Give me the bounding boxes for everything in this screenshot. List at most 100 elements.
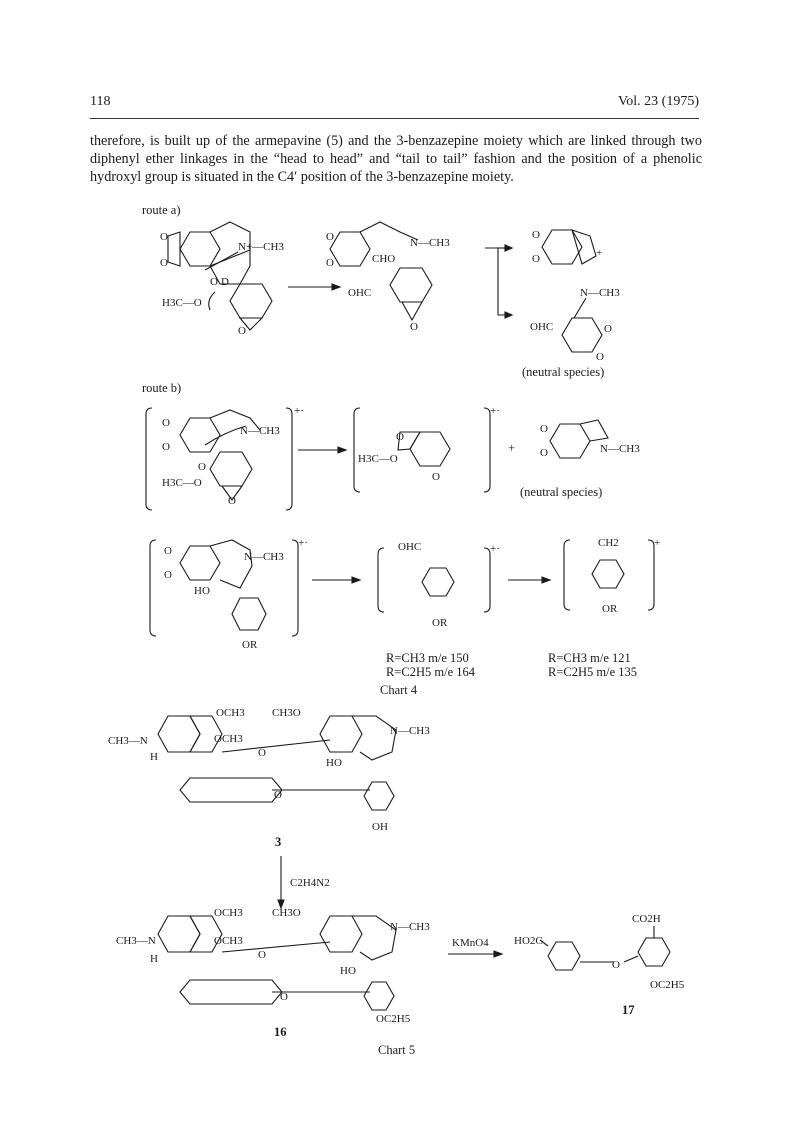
svg-text:OCH3: OCH3 xyxy=(216,707,245,719)
paragraph-text: therefore, is built up of the armepavine… xyxy=(90,133,702,185)
svg-text:CH3—N: CH3—N xyxy=(116,935,156,947)
svg-text:+: + xyxy=(596,247,602,259)
body-paragraph: therefore, is built up of the armepavine… xyxy=(90,132,702,186)
chart5-caption: Chart 5 xyxy=(378,1043,415,1057)
route-b-cation-fragment: O H3C—O O +· xyxy=(353,405,500,493)
route-b-label: route b) xyxy=(142,381,181,395)
compound-16-structure: OCH3 OCH3 CH3O CH3—N H O N—CH3 HO O OC2H… xyxy=(116,907,430,1025)
svg-text:N—CH3: N—CH3 xyxy=(600,443,640,455)
svg-text:+: + xyxy=(654,537,660,549)
ion-135: R=C2H5 m/e 135 xyxy=(548,665,637,679)
svg-text:CO2H: CO2H xyxy=(632,913,661,925)
svg-text:O: O xyxy=(540,423,548,435)
svg-text:O: O xyxy=(540,447,548,459)
route-a-parent-ion: O O N+—CH3 O D H3C—O O xyxy=(160,221,284,337)
route-a-intermediate: O O N—CH3 CHO OHC O xyxy=(326,221,450,333)
svg-text:O: O xyxy=(258,747,266,759)
compound-17-number: 17 xyxy=(622,1003,635,1017)
svg-text:O: O xyxy=(280,991,288,1003)
svg-text:O: O xyxy=(238,325,246,337)
svg-text:HO: HO xyxy=(326,757,342,769)
route-a-neutral-fragment: N—CH3 OHC O O xyxy=(530,287,620,363)
svg-text:O: O xyxy=(532,253,540,265)
fragment-benzaldehyde: OHC OR +· xyxy=(377,541,500,629)
compound-16-number: 16 xyxy=(274,1025,287,1039)
svg-text:O: O xyxy=(326,257,334,269)
svg-text:OC2H5: OC2H5 xyxy=(650,979,685,991)
svg-text:+·: +· xyxy=(490,543,500,555)
svg-text:OCH3: OCH3 xyxy=(214,907,243,919)
svg-text:O: O xyxy=(160,231,168,243)
svg-text:+: + xyxy=(508,441,515,455)
svg-text:HO2C: HO2C xyxy=(514,935,543,947)
route-a-label: route a) xyxy=(142,203,181,217)
svg-text:O: O xyxy=(326,231,334,243)
svg-text:O: O xyxy=(164,569,172,581)
compound-3-structure: OCH3 OCH3 CH3O CH3—N H O N—CH3 HO O OH xyxy=(108,707,430,833)
page-number: 118 xyxy=(90,94,111,109)
ion-150: R=CH3 m/e 150 xyxy=(386,651,469,665)
svg-text:OR: OR xyxy=(432,617,448,629)
svg-text:O: O xyxy=(198,461,206,473)
svg-text:O: O xyxy=(532,229,540,241)
svg-text:N—CH3: N—CH3 xyxy=(410,237,450,249)
svg-text:N—CH3: N—CH3 xyxy=(240,425,280,437)
svg-text:O: O xyxy=(210,276,218,288)
svg-text:N+—CH3: N+—CH3 xyxy=(238,241,284,253)
svg-text:H: H xyxy=(150,953,158,965)
svg-text:OCH3: OCH3 xyxy=(214,935,243,947)
svg-text:N—CH3: N—CH3 xyxy=(390,921,430,933)
svg-text:CHO: CHO xyxy=(372,253,395,265)
svg-text:O: O xyxy=(396,431,404,443)
svg-text:OHC: OHC xyxy=(348,287,371,299)
svg-text:CH3O: CH3O xyxy=(272,907,301,919)
svg-text:O: O xyxy=(432,471,440,483)
svg-text:OC2H5: OC2H5 xyxy=(376,1013,411,1025)
svg-text:O: O xyxy=(162,441,170,453)
svg-text:H: H xyxy=(150,751,158,763)
svg-text:N—CH3: N—CH3 xyxy=(390,725,430,737)
fragment-quinonoid-cation: CH2 OR + xyxy=(563,537,660,615)
svg-text:O: O xyxy=(164,545,172,557)
svg-text:O: O xyxy=(410,321,418,333)
svg-text:N—CH3: N—CH3 xyxy=(244,551,284,563)
ion-121: R=CH3 m/e 121 xyxy=(548,651,631,665)
svg-text:O: O xyxy=(162,417,170,429)
svg-text:HO: HO xyxy=(194,585,210,597)
svg-text:O: O xyxy=(160,257,168,269)
reagent-diazoethane: C2H4N2 xyxy=(290,877,330,889)
fragment-parent-ion: O O N—CH3 HO OR +· xyxy=(149,537,308,651)
route-b-parent-ion: O O N—CH3 O H3C—O O +· xyxy=(145,405,304,511)
svg-text:OH: OH xyxy=(372,821,388,833)
svg-text:+·: +· xyxy=(294,405,304,417)
route-a-cation-fragment: O O + xyxy=(532,229,602,265)
neutral-species-a: (neutral species) xyxy=(522,365,604,379)
svg-text:H3C—O: H3C—O xyxy=(162,477,202,489)
header-rule xyxy=(90,118,699,119)
svg-text:+·: +· xyxy=(490,405,500,417)
svg-text:CH3O: CH3O xyxy=(272,707,301,719)
svg-text:OCH3: OCH3 xyxy=(214,733,243,745)
svg-text:+·: +· xyxy=(298,537,308,549)
svg-text:N—CH3: N—CH3 xyxy=(580,287,620,299)
svg-text:D: D xyxy=(221,276,229,288)
svg-text:OR: OR xyxy=(602,603,618,615)
svg-text:O: O xyxy=(274,789,282,801)
svg-text:O: O xyxy=(596,351,604,363)
svg-text:OHC: OHC xyxy=(398,541,421,553)
journal-volume: Vol. 23 (1975) xyxy=(617,94,699,109)
svg-text:OR: OR xyxy=(242,639,258,651)
chart4-caption: Chart 4 xyxy=(380,683,418,697)
svg-text:O: O xyxy=(604,323,612,335)
compound-17-structure: HO2C O CO2H OC2H5 xyxy=(514,913,685,991)
svg-text:HO: HO xyxy=(340,965,356,977)
svg-text:O: O xyxy=(228,495,236,507)
svg-text:OHC: OHC xyxy=(530,321,553,333)
svg-text:O: O xyxy=(612,959,620,971)
route-b-neutral-fragment: O O N—CH3 xyxy=(540,419,640,459)
svg-text:H3C—O: H3C—O xyxy=(162,297,202,309)
svg-text:CH3—N: CH3—N xyxy=(108,735,148,747)
svg-text:CH2: CH2 xyxy=(598,537,619,549)
reagent-permanganate: KMnO4 xyxy=(452,937,489,949)
